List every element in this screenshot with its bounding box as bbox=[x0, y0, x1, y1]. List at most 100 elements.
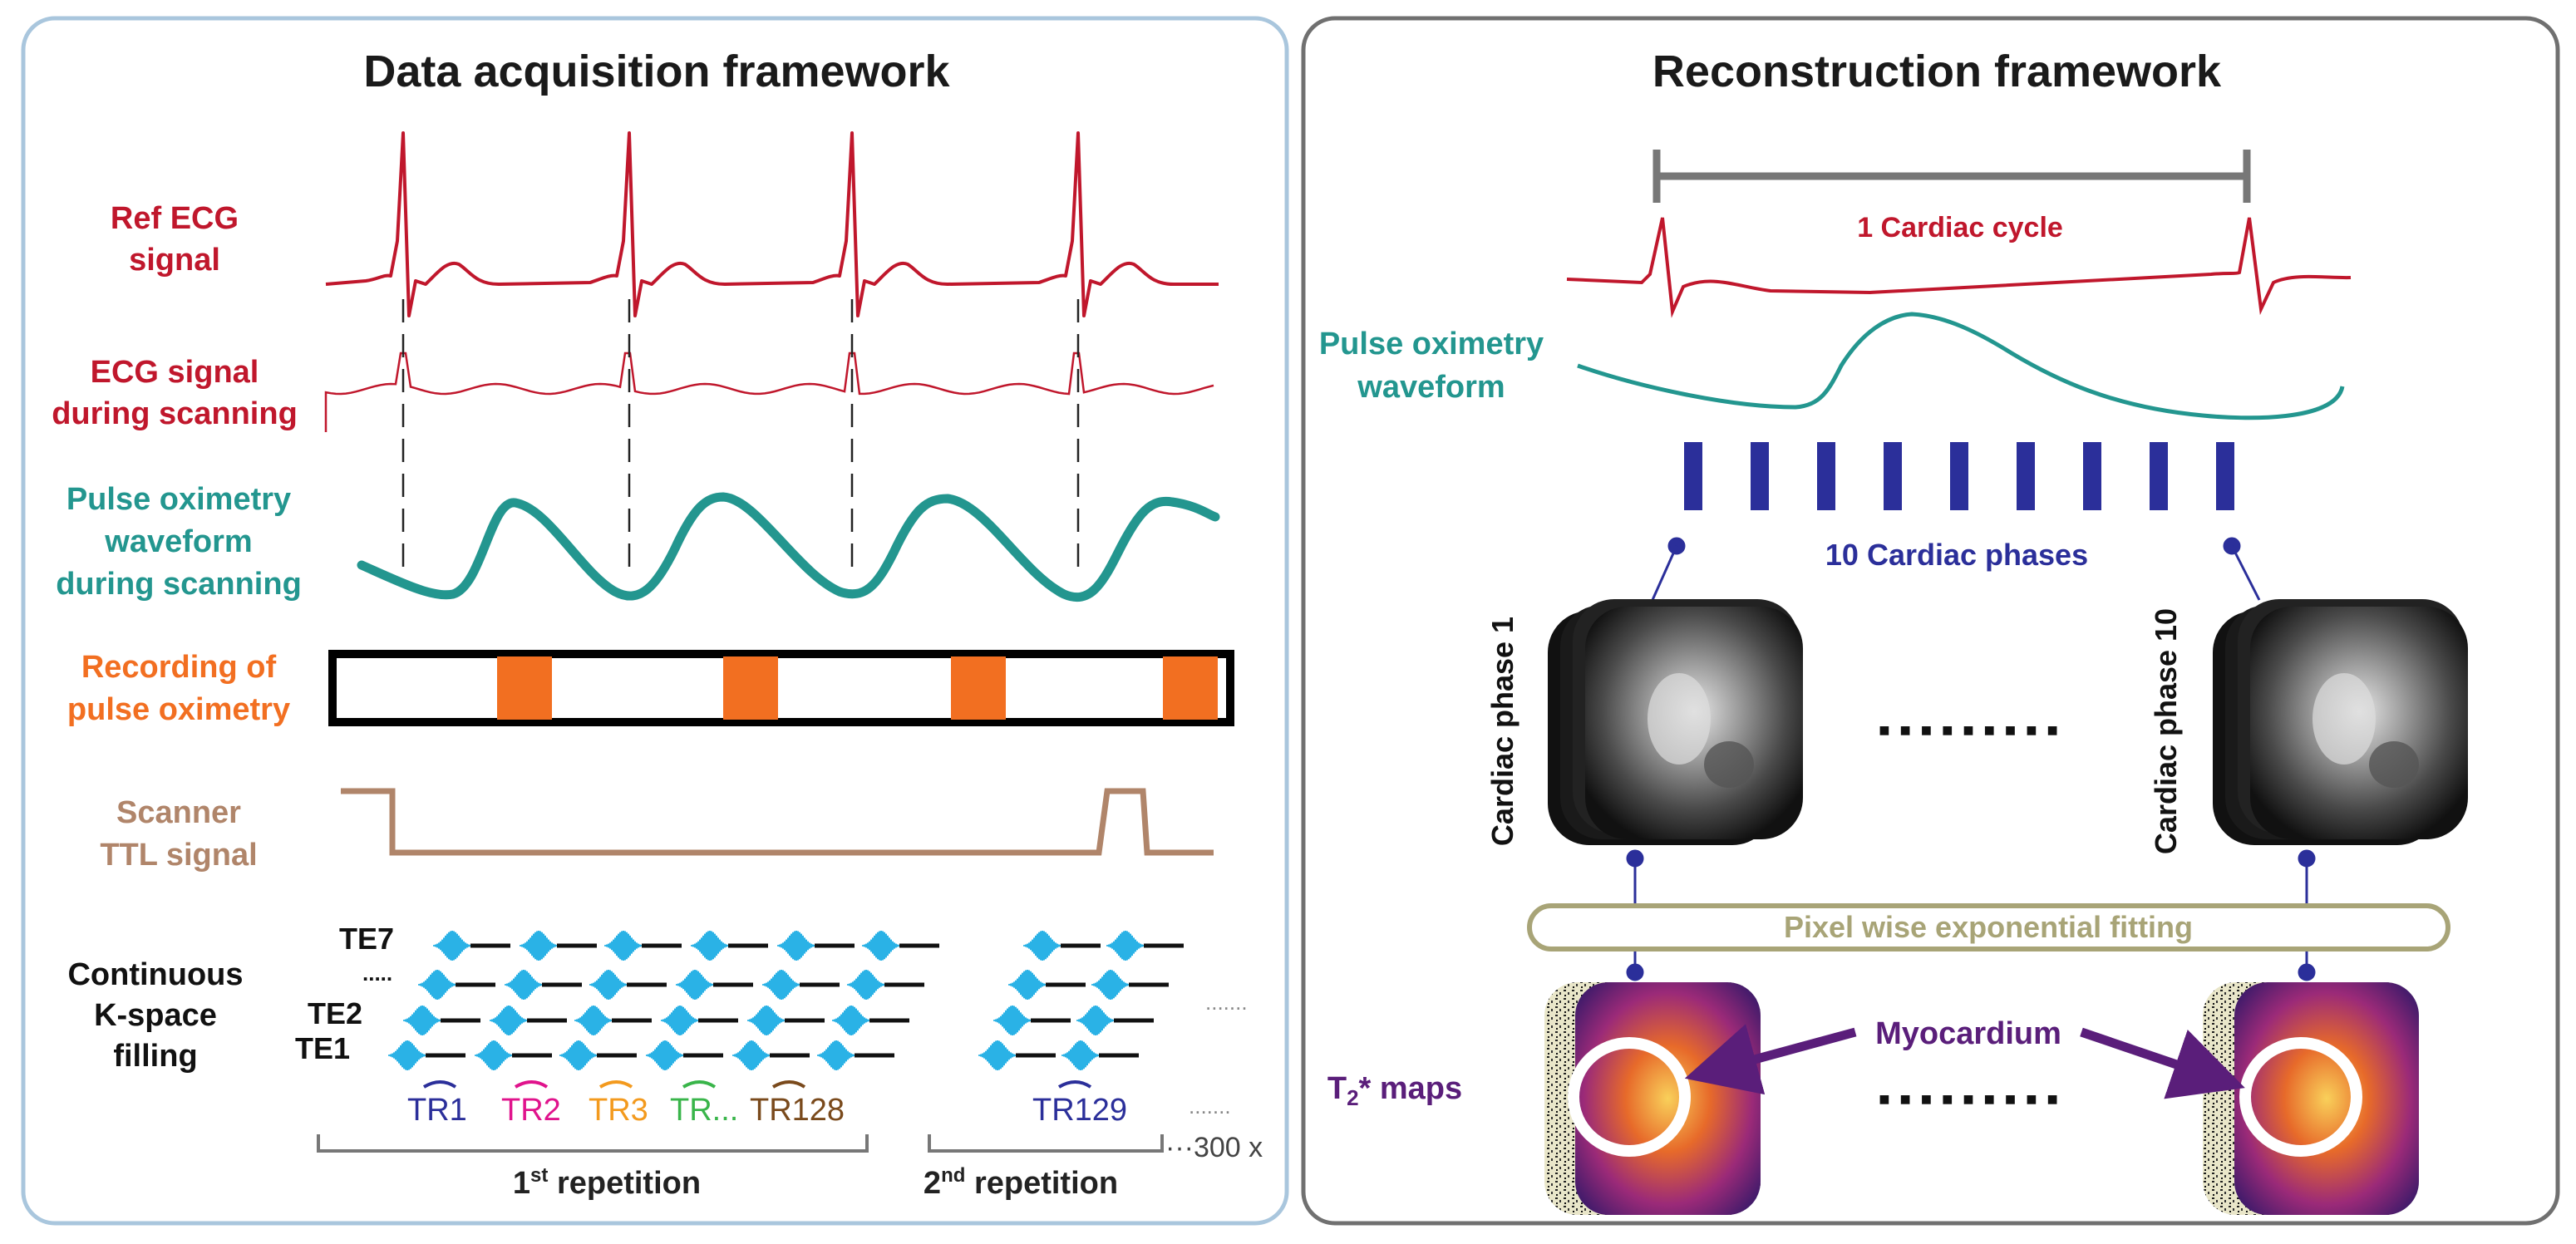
maps-ellipsis: ■■■■■■■■■ bbox=[1879, 1089, 2068, 1109]
kspace-echo bbox=[732, 1040, 810, 1070]
rep2-label: 2nd repetition bbox=[924, 1164, 1118, 1201]
kspace-echo bbox=[747, 1006, 825, 1035]
phase-bar bbox=[1884, 442, 1902, 510]
kspace-dots-2nd-b: ....... bbox=[1189, 1094, 1231, 1119]
kspace-echo bbox=[559, 1040, 637, 1070]
ref-ecg-label: Ref ECG signal bbox=[111, 201, 239, 278]
myocardium-arrow-right bbox=[2080, 1027, 2245, 1099]
kspace-echo bbox=[418, 970, 495, 1000]
svg-text:.....: ..... bbox=[362, 961, 392, 986]
kspace-echo bbox=[646, 1040, 723, 1070]
ttl-trace bbox=[341, 788, 1214, 856]
t2-map-phase10 bbox=[2203, 982, 2419, 1215]
rep2-bracket bbox=[928, 1134, 1164, 1153]
tr2-label: TR2 bbox=[501, 1093, 561, 1128]
kspace-echo bbox=[403, 1006, 480, 1035]
phases-label: 10 Cardiac phases bbox=[1825, 538, 2088, 572]
te-labels: TE7 ..... TE2 TE1 bbox=[295, 922, 394, 1065]
svg-text:K-space: K-space bbox=[94, 998, 217, 1033]
kspace-echo bbox=[433, 931, 510, 961]
kspace-echo bbox=[1061, 1040, 1139, 1070]
phase-ellipsis: ■■■■■■■■■ bbox=[1879, 720, 2068, 740]
mri-stack-phase10 bbox=[2213, 599, 2468, 845]
phase-bar bbox=[1751, 442, 1769, 510]
svg-text:TTL signal: TTL signal bbox=[100, 838, 257, 873]
kspace-grid bbox=[388, 931, 1184, 1070]
kspace-echo bbox=[676, 970, 753, 1000]
kspace-echo bbox=[490, 1006, 567, 1035]
kspace-echo bbox=[589, 970, 667, 1000]
phase-bar bbox=[1950, 442, 1968, 510]
tr3-label: TR3 bbox=[589, 1093, 648, 1128]
svg-text:waveform: waveform bbox=[104, 524, 252, 559]
maps-label: T2* maps bbox=[1327, 1071, 1462, 1110]
fitting-label: Pixel wise exponential fitting bbox=[1784, 910, 2193, 944]
kspace-echo bbox=[762, 970, 840, 1000]
kspace-dots-2nd: ....... bbox=[1205, 990, 1248, 1015]
svg-text:Pulse oximetry: Pulse oximetry bbox=[1319, 327, 1544, 361]
phase-connectors bbox=[1651, 537, 2261, 601]
rep1-bracket bbox=[317, 1134, 869, 1153]
myocardium-label: Myocardium bbox=[1875, 1016, 2061, 1051]
phase-bar bbox=[1817, 442, 1835, 510]
fitting-bar bbox=[1527, 903, 2450, 951]
svg-text:waveform: waveform bbox=[1357, 370, 1505, 405]
svg-text:during scanning: during scanning bbox=[52, 396, 298, 431]
kspace-label: Continuous K-space filling bbox=[67, 957, 243, 1074]
left-panel-frame bbox=[21, 16, 1289, 1226]
svg-text:Scanner: Scanner bbox=[116, 795, 241, 830]
kspace-echo bbox=[832, 1006, 909, 1035]
kspace-echo bbox=[691, 931, 768, 961]
kspace-echo bbox=[475, 1040, 552, 1070]
kspace-echo bbox=[862, 931, 939, 961]
svg-text:Continuous: Continuous bbox=[67, 957, 243, 992]
cycle-bracket bbox=[1652, 150, 2251, 203]
ref-ecg-trace bbox=[325, 131, 1219, 317]
svg-text:TE7: TE7 bbox=[339, 922, 394, 956]
phase-bar bbox=[1684, 442, 1702, 510]
rep1-label: 1st repetition bbox=[513, 1164, 701, 1201]
kspace-echo bbox=[574, 1006, 652, 1035]
phase-bar bbox=[2017, 442, 2035, 510]
svg-text:TE1: TE1 bbox=[295, 1031, 350, 1065]
cycle-ecg-trace bbox=[1566, 217, 2352, 318]
kspace-echo bbox=[1106, 931, 1184, 961]
kspace-echo bbox=[847, 970, 924, 1000]
cycle-pulse-label: Pulse oximetry waveform bbox=[1319, 327, 1544, 405]
phase-bar bbox=[2216, 442, 2234, 510]
phase10-label: Cardiac phase 10 bbox=[2149, 608, 2183, 854]
pulse-scan-trace bbox=[357, 492, 1220, 602]
ecg-scan-label: ECG signal during scanning bbox=[52, 355, 298, 431]
tr-ellipsis-label: TR... bbox=[670, 1093, 738, 1128]
kspace-echo bbox=[388, 1040, 465, 1070]
phase-bar bbox=[2150, 442, 2168, 510]
tr-labels: TR1 TR2 TR3 TR... TR128 TR129 bbox=[407, 1080, 1127, 1128]
svg-text:filling: filling bbox=[113, 1039, 197, 1074]
cycle-pulse-trace bbox=[1577, 312, 2345, 420]
svg-text:Pulse oximetry: Pulse oximetry bbox=[66, 482, 291, 517]
right-panel-title: Reconstruction framework bbox=[1652, 47, 2222, 96]
fitting-connectors bbox=[1626, 849, 2316, 981]
recording-bar bbox=[328, 650, 1234, 726]
ecg-scan-trace bbox=[324, 352, 1214, 432]
svg-text:ECG signal: ECG signal bbox=[91, 355, 259, 390]
kspace-echo bbox=[978, 1040, 1056, 1070]
svg-text:Ref ECG: Ref ECG bbox=[111, 201, 239, 236]
cycle-label: 1 Cardiac cycle bbox=[1857, 212, 2063, 243]
phase-bars bbox=[1684, 442, 2234, 510]
kspace-echo bbox=[817, 1040, 894, 1070]
sync-lines bbox=[401, 299, 1080, 573]
svg-text:TE2: TE2 bbox=[308, 996, 362, 1030]
kspace-echo bbox=[604, 931, 682, 961]
phase-bar bbox=[2083, 442, 2101, 510]
kspace-echo bbox=[520, 931, 597, 961]
tr129-label: TR129 bbox=[1032, 1093, 1127, 1128]
mri-stack-phase1 bbox=[1548, 599, 1803, 845]
svg-text:during scanning: during scanning bbox=[56, 567, 302, 602]
kspace-echo bbox=[505, 970, 582, 1000]
recording-label: Recording of pulse oximetry bbox=[67, 650, 290, 727]
recording-segments bbox=[497, 656, 1218, 720]
kspace-echo bbox=[993, 1006, 1071, 1035]
pulse-scan-label: Pulse oximetry waveform during scanning bbox=[56, 482, 302, 602]
